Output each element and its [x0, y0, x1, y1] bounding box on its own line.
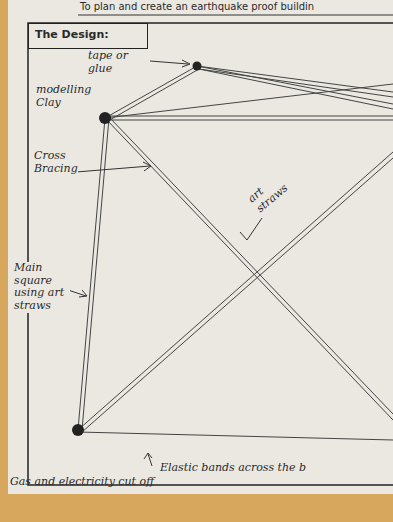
utilities-label: Gas and electricity cut off: [10, 476, 154, 489]
clay-joints: [72, 62, 202, 437]
title-underline: [78, 15, 393, 16]
outer-frame: [28, 23, 393, 485]
paper-sheet: [8, 0, 393, 494]
elastic-label: Elastic bands across the b: [160, 462, 306, 475]
art-straws: [78, 66, 393, 440]
bracing-label: Cross Bracing: [34, 150, 78, 175]
main-square-label: Main square using art straws: [14, 262, 70, 313]
heading-box: The Design:: [28, 23, 148, 49]
clay-label: modelling Clay: [36, 84, 96, 109]
heading-text: The Design:: [35, 29, 141, 42]
tape-label: tape or glue: [88, 50, 146, 75]
leader-arrows: [68, 60, 262, 466]
worksheet-title: To plan and create an earthquake proof b…: [80, 1, 314, 13]
